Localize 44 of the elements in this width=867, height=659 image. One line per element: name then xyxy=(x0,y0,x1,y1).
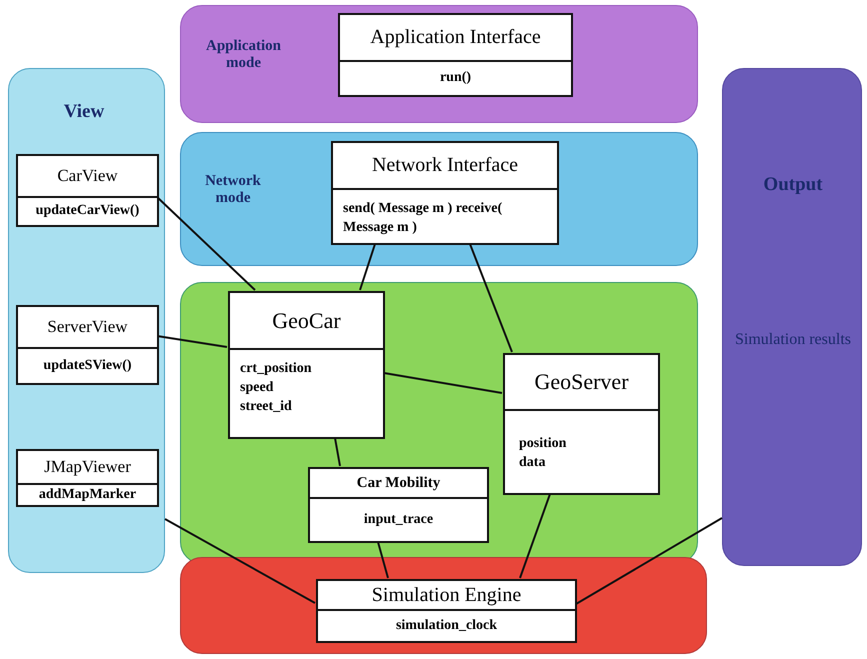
connector-line xyxy=(469,244,513,352)
class-name: Car Mobility xyxy=(356,474,440,492)
panel-title: Network mode xyxy=(204,173,262,207)
class-box xyxy=(503,353,660,495)
class-members: input_trace xyxy=(364,510,434,529)
class-name: ServerView xyxy=(47,317,128,337)
class-members: simulation_clock xyxy=(396,616,498,635)
group-panel xyxy=(8,68,165,573)
group-panel xyxy=(180,5,698,123)
connector-line xyxy=(576,517,722,605)
class-members: addMapMarker xyxy=(38,486,136,504)
class-members: updateSView() xyxy=(43,356,132,375)
class-members: run() xyxy=(440,69,472,88)
class-members: position data xyxy=(519,435,568,472)
class-box xyxy=(16,154,159,227)
group-panel xyxy=(722,68,862,566)
panel-text: Simulation results xyxy=(734,331,852,349)
class-name: CarView xyxy=(57,166,118,186)
class-name: Simulation Engine xyxy=(372,584,522,606)
class-box xyxy=(308,467,489,543)
group-panel xyxy=(180,132,698,266)
panel-title: Application mode xyxy=(204,38,282,72)
class-name: GeoCar xyxy=(272,308,341,334)
class-name: JMapViewer xyxy=(44,457,131,477)
class-box xyxy=(316,579,577,643)
connector-line xyxy=(384,372,502,394)
class-members: send( Message m ) receive( Message m ) xyxy=(343,200,503,237)
class-members: crt_position speed street_id xyxy=(240,360,310,416)
class-box xyxy=(338,13,573,97)
connector-line xyxy=(359,244,376,290)
class-members: updateCarView() xyxy=(36,202,140,220)
class-box xyxy=(331,141,559,245)
class-box xyxy=(16,305,159,385)
panel-title: Output xyxy=(762,174,824,196)
connector-line xyxy=(377,542,389,578)
class-box xyxy=(228,291,385,439)
connector-line xyxy=(334,438,341,466)
group-panel xyxy=(180,557,707,654)
class-box xyxy=(16,449,159,507)
class-name: Application Interface xyxy=(370,26,541,49)
panel-title: View xyxy=(62,101,106,123)
class-name: Network Interface xyxy=(372,154,518,177)
class-name: GeoServer xyxy=(534,369,629,396)
connector-line xyxy=(519,494,551,578)
